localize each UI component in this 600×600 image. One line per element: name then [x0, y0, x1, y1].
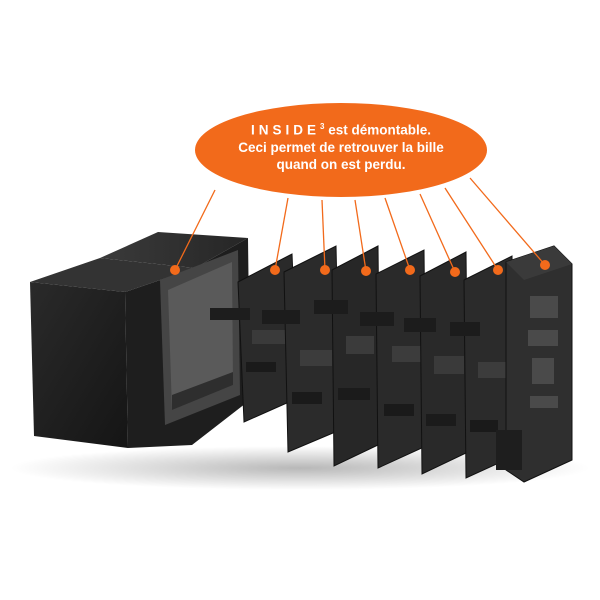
callout-connectors: [174, 177, 546, 273]
plate-6: [450, 255, 515, 479]
callout-line-1-rest: est démontable.: [324, 122, 431, 138]
cube-casing: [30, 232, 250, 448]
plate-3: [314, 245, 381, 467]
product-name: INSIDE: [251, 122, 321, 138]
callout-bubble: [195, 103, 487, 197]
callout-connector-dots: [170, 260, 550, 277]
callout-line-3: quand on est perdu.: [276, 156, 406, 172]
product-superscript: 3: [320, 122, 325, 131]
callout-line-1: INSIDE3 est démontable.: [200, 118, 482, 139]
plate-1: [210, 253, 299, 423]
plate-7-end-cap: [496, 245, 573, 483]
callout-text: INSIDE3 est démontable. Ceci permet de r…: [200, 118, 482, 173]
callout-line-2: Ceci permet de retrouver la bille: [238, 139, 444, 155]
puzzle-plates: [210, 245, 573, 483]
